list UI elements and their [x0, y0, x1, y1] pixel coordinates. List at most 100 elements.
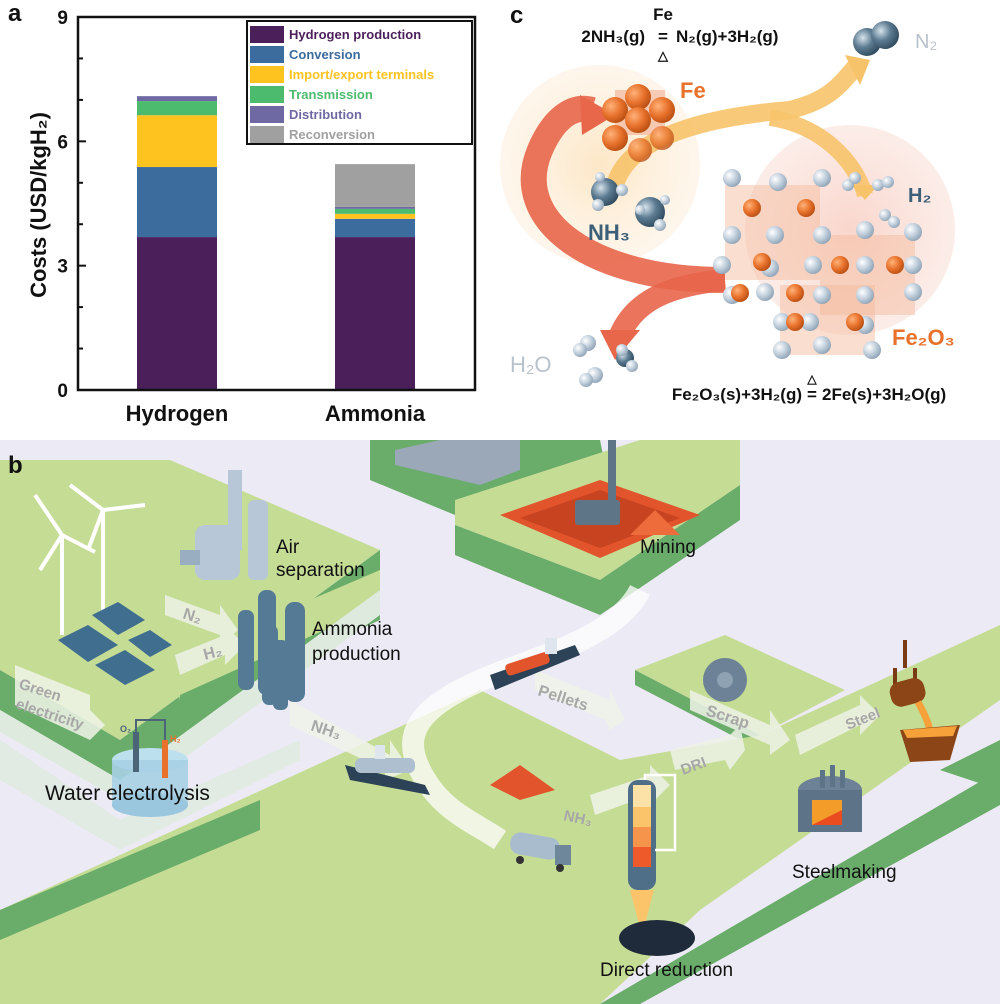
panel-a-label: a: [8, 0, 22, 27]
bar-segment-hydrogen-transmission: [137, 101, 217, 116]
h2-label: H₂: [908, 185, 931, 207]
bar-segment-ammonia-conversion: [335, 218, 415, 238]
y-tick-label: 6: [57, 132, 68, 153]
oxygen-atom: [856, 221, 874, 239]
red-cycle-arrow: [520, 95, 726, 293]
legend-label: Reconversion: [289, 127, 375, 142]
o2-electrode-label: O₂: [120, 724, 131, 734]
oxygen-atom: [904, 283, 922, 301]
oxygen-atom: [813, 336, 831, 354]
bar-segment-ammonia-import-export-terminals: [335, 213, 415, 219]
legend-label: Conversion: [289, 47, 361, 62]
eq2-heat: △: [806, 372, 817, 386]
n2-label: N₂: [915, 31, 937, 53]
excavator-icon: [575, 500, 620, 525]
label-ammonia-production-1: Ammonia: [312, 619, 393, 640]
bar-segment-hydrogen-hydrogen-production: [137, 237, 217, 390]
iron-atom: [786, 284, 804, 302]
factory-building: [395, 440, 520, 485]
legend-swatch: [250, 26, 284, 43]
iron-atom: [753, 253, 771, 271]
oxygen-atom: [756, 283, 774, 301]
eq2-equals: =: [807, 385, 817, 404]
oxygen-atom: [723, 169, 741, 187]
y-axis: 0 3 6 9: [57, 8, 86, 402]
h2-electrode-label: H₂: [170, 734, 181, 744]
legend-swatch: [250, 66, 284, 83]
fe2o3-label: Fe₂O₃: [892, 325, 955, 350]
x-axis: Hydrogen Ammonia: [126, 401, 426, 426]
label-air-separation-2: separation: [276, 560, 365, 581]
ship-ammonia-icon: [345, 745, 430, 795]
plot-frame: [76, 15, 477, 392]
air-separation-icon: [180, 470, 268, 580]
label-water-electrolysis: Water electrolysis: [45, 782, 210, 805]
oxygen-atom: [813, 226, 831, 244]
label-direct-reduction: Direct reduction: [600, 960, 733, 981]
iron-atom: [797, 199, 815, 217]
wind-turbines-icon: [33, 483, 146, 635]
fe-label: Fe: [680, 78, 706, 103]
flow-n2: N₂: [181, 606, 204, 628]
oxygen-atom: [769, 173, 787, 191]
y-tick-label: 3: [57, 257, 68, 278]
legend-label: Distribution: [289, 107, 362, 122]
oxygen-atom: [801, 313, 819, 331]
oxygen-atom: [863, 341, 881, 359]
iron-atom: [786, 313, 804, 331]
panel-c-label: c: [510, 2, 524, 29]
eq1-equals: =: [658, 27, 668, 46]
oxygen-atom: [856, 286, 874, 304]
oxygen-atom: [856, 256, 874, 274]
label-steelmaking: Steelmaking: [792, 862, 897, 883]
red-arrow-to-h2o: [609, 269, 727, 340]
bar-segment-ammonia-distribution: [335, 206, 415, 209]
fe2o3-lattice: [713, 169, 922, 359]
oxygen-atom: [904, 223, 922, 241]
oxygen-atom: [723, 226, 741, 244]
oxygen-atom: [813, 286, 831, 304]
flow-h2: H₂: [202, 643, 224, 664]
iron-atom: [743, 199, 761, 217]
shadow-left: [0, 740, 300, 850]
bar-segment-hydrogen-import-export-terminals: [137, 115, 217, 168]
legend-label: Import/export terminals: [289, 67, 434, 82]
ore-pellets-icon: [490, 765, 555, 800]
x-tick-label: Hydrogen: [126, 401, 229, 426]
platform-mining: [370, 440, 740, 615]
shaft-furnace-icon: [628, 773, 677, 935]
label-air-separation-1: Air: [276, 537, 300, 558]
bar-segment-hydrogen-conversion: [137, 167, 217, 238]
oxygen-atom: [813, 169, 831, 187]
eq1-lhs: 2NH₃(g): [581, 27, 645, 46]
eq2-lhs: Fe₂O₃(s)+3H₂(g): [672, 385, 802, 404]
y-tick-label: 9: [57, 8, 68, 29]
n2-molecule: [853, 21, 899, 56]
yellow-arrow-h2: [768, 110, 873, 198]
legend-swatch: [250, 106, 284, 123]
iron-atom: [846, 313, 864, 331]
label-ammonia-production-2: production: [312, 644, 401, 665]
oxygen-atom: [773, 341, 791, 359]
oxygen-atom: [804, 256, 822, 274]
legend: Hydrogen productionConversionImport/expo…: [246, 20, 473, 145]
reaction-diagram: Fe 2NH₃(g) = △ N₂(g)+3H₂(g) Fe N₂ H₂ NH₃…: [500, 5, 955, 404]
legend-swatch: [250, 126, 284, 143]
legend-swatch: [250, 86, 284, 103]
eq2-rhs: 2Fe(s)+3H₂O(g): [822, 385, 946, 404]
tanker-truck-icon: [510, 832, 571, 872]
legend-box: [246, 20, 473, 145]
eq1-rhs: N₂(g)+3H₂(g): [676, 27, 778, 46]
h2o-label: H₂O: [510, 352, 552, 377]
oxygen-atom: [773, 313, 791, 331]
oxygen-atom: [904, 256, 922, 274]
bar-segment-hydrogen-distribution: [137, 96, 217, 102]
x-tick-label: Ammonia: [325, 401, 426, 426]
red-arrow-head-top: [580, 95, 615, 135]
legend-label: Hydrogen production: [289, 27, 421, 42]
derrick-icon: [608, 440, 616, 500]
ship-ore-icon: [490, 638, 580, 690]
bar-segment-ammonia-hydrogen-production: [335, 237, 415, 390]
y-tick-label: 0: [57, 381, 68, 402]
